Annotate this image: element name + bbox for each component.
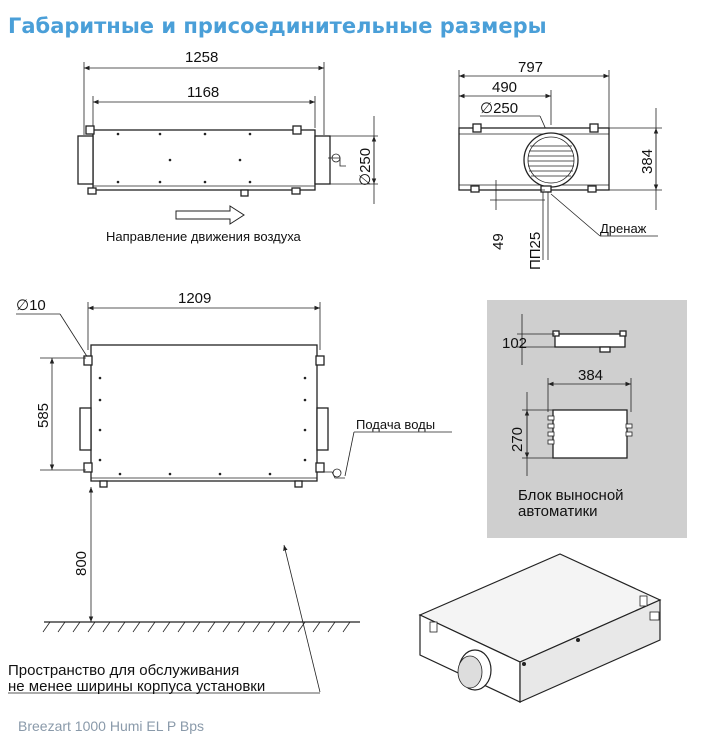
dim-hole-diameter: ∅10 — [16, 297, 46, 314]
service-space-line2: не менее ширины корпуса установки — [8, 678, 265, 695]
control-box-label-line2: автоматики — [518, 503, 598, 520]
isometric-view — [418, 553, 662, 703]
dim-mount-length: 1209 — [178, 290, 211, 307]
service-space-line1: Пространство для обслуживания — [8, 662, 239, 679]
control-box-height: 270 — [509, 427, 526, 452]
airflow-arrow-icon — [175, 205, 245, 225]
airflow-label: Направление движения воздуха — [106, 229, 302, 244]
control-box-width: 384 — [578, 367, 603, 384]
unit-body-top — [92, 129, 316, 191]
page-title: Габаритные и присоединительные размеры — [8, 14, 547, 38]
outlet-collar — [314, 135, 331, 185]
unit-body-front — [90, 344, 318, 482]
control-box-depth: 102 — [502, 335, 527, 352]
inlet-collar — [77, 135, 94, 185]
top-view: 1258 1168 ∅250 Направление движен — [77, 49, 378, 244]
control-box-side — [554, 333, 626, 348]
dim-body-length: 1168 — [187, 84, 219, 101]
drain-label: Дренаж — [600, 221, 647, 236]
front-view: 1209 ∅10 Подача воды 585 800 — [8, 290, 452, 695]
dim-total-length: 1258 — [185, 49, 218, 66]
dim-side-offset: 490 — [492, 79, 517, 96]
dim-side-height: 384 — [639, 149, 656, 174]
dim-mount-height: 585 — [35, 403, 52, 428]
dim-drain-height: 49 — [490, 233, 507, 250]
water-supply-label: Подача воды — [356, 417, 435, 432]
drain-fitting: ПП25 — [527, 232, 544, 270]
dim-floor-clearance: 800 — [73, 551, 90, 576]
dim-side-width: 797 — [518, 59, 543, 76]
control-box-panel: 102 384 270 Блок выносной автоматики — [487, 300, 687, 538]
dim-duct-diameter-top: ∅250 — [357, 148, 374, 186]
footer-model-name: Breezart 1000 Humi EL P Bps — [18, 718, 204, 734]
control-box-label-line1: Блок выносной — [518, 487, 624, 504]
side-view: 797 490 ∅250 384 49 — [458, 59, 662, 270]
duct-circle — [523, 132, 579, 188]
dim-side-duct-diameter: ∅250 — [480, 100, 518, 117]
control-box-top — [552, 409, 628, 459]
